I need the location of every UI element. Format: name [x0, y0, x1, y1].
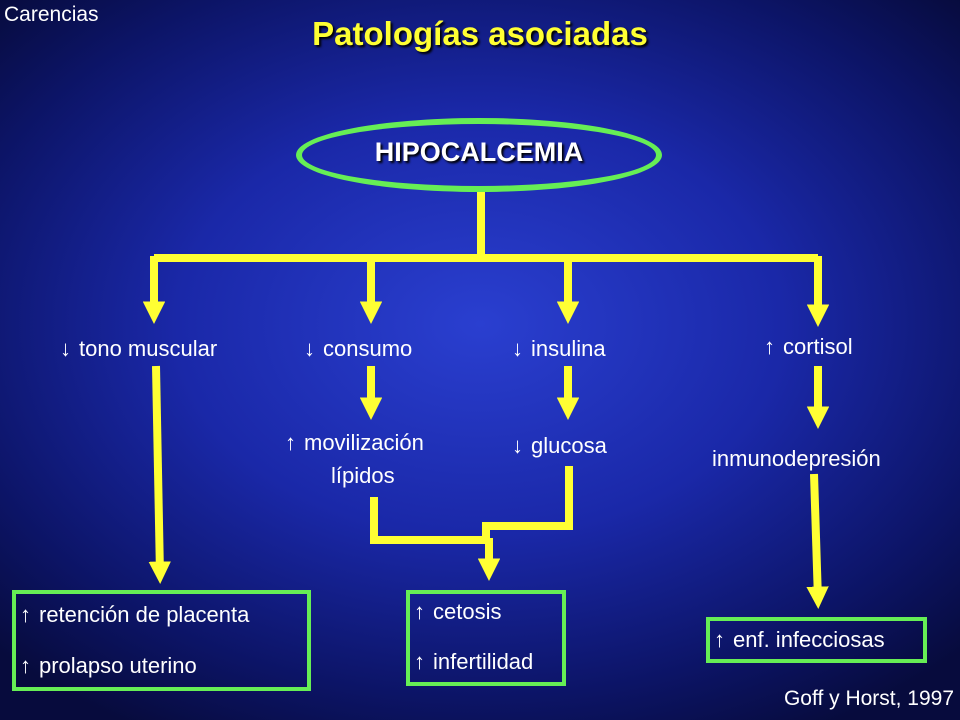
root-node-ellipse [296, 118, 662, 192]
down-arrow-symbol: ↓ [512, 433, 523, 458]
arrow-to-retencion [148, 365, 171, 584]
outcome-box-left [12, 590, 311, 691]
root-node-label: HIPOCALCEMIA [374, 137, 584, 167]
outcome-cetosis: ↑ cetosis [414, 599, 501, 625]
node-movilizacion-label: movilización [304, 430, 424, 455]
node-consumo: ↓ consumo [304, 336, 412, 362]
up-arrow-symbol: ↑ [285, 430, 296, 455]
node-insulina-label: insulina [531, 336, 606, 361]
node-movilizacion: ↑ movilización [285, 430, 424, 456]
up-arrow-symbol: ↑ [414, 599, 425, 624]
outcome-enf-infecciosas-label: enf. infecciosas [733, 627, 885, 652]
join-right-branch [482, 466, 573, 542]
slide-title: Patologías asociadas [312, 15, 648, 52]
down-arrow-symbol: ↓ [60, 336, 71, 361]
up-arrow-symbol: ↑ [764, 334, 775, 359]
outcome-prolapso-label: prolapso uterino [39, 653, 197, 678]
node-cortisol-label: cortisol [783, 334, 853, 359]
node-inmunodepresion: inmunodepresión [712, 446, 881, 471]
corner-label: Carencias [4, 3, 99, 26]
outcome-retencion-label: retención de placenta [39, 602, 250, 627]
node-lipidos-label: lípidos [331, 463, 395, 488]
node-glucosa: ↓ glucosa [512, 433, 607, 459]
down-arrow-symbol: ↓ [512, 336, 523, 361]
outcome-cetosis-label: cetosis [433, 599, 502, 624]
outcome-infertilidad-label: infertilidad [433, 649, 534, 674]
down-arrow-symbol: ↓ [304, 336, 315, 361]
citation: Goff y Horst, 1997 [783, 687, 954, 710]
up-arrow-symbol: ↑ [20, 653, 31, 678]
node-insulina: ↓ insulina [512, 336, 606, 362]
up-arrow-symbol: ↑ [20, 602, 31, 627]
up-arrow-symbol: ↑ [414, 649, 425, 674]
join-left-branch [370, 497, 490, 544]
outcome-retencion: ↑ retención de placenta [20, 602, 249, 628]
outcome-box-right [706, 617, 927, 663]
outcome-box-middle [406, 590, 566, 686]
node-glucosa-label: glucosa [531, 433, 607, 458]
node-consumo-label: consumo [323, 336, 413, 361]
node-tono-muscular-label: tono muscular [79, 336, 218, 361]
outcome-infertilidad: ↑ infertilidad [414, 649, 533, 675]
outcome-enf-infecciosas: ↑ enf. infecciosas [714, 627, 885, 653]
outcome-prolapso: ↑ prolapso uterino [20, 653, 197, 679]
node-cortisol: ↑ cortisol [764, 334, 853, 360]
node-tono-muscular: ↓ tono muscular [60, 336, 217, 362]
up-arrow-symbol: ↑ [714, 627, 725, 652]
arrow-to-enf-infecciosas [806, 473, 829, 609]
